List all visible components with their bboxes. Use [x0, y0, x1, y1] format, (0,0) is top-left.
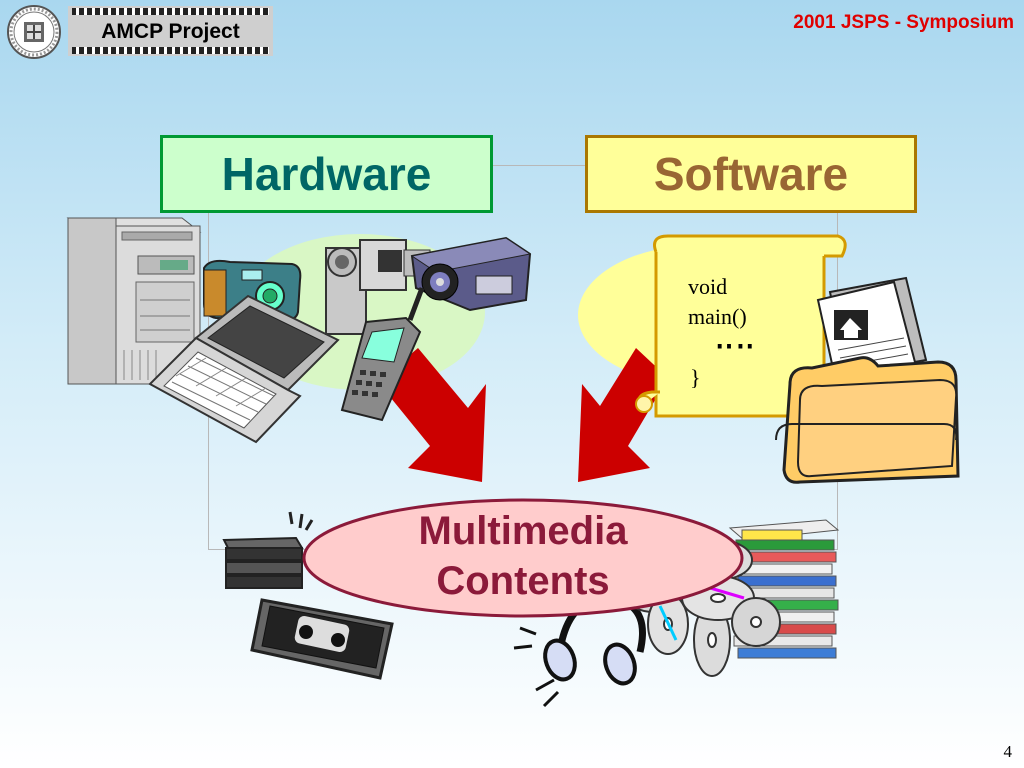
book-stack-icon — [728, 519, 840, 659]
code-close-brace: } — [690, 365, 701, 390]
project-title: AMCP Project — [101, 20, 240, 43]
headphones-icon — [513, 595, 646, 708]
video-tape-icon — [222, 511, 394, 680]
hardware-arrow-icon — [378, 348, 486, 482]
mobile-phone-icon — [340, 287, 425, 422]
contents-line2: Contents — [436, 559, 610, 603]
projector-icon — [410, 236, 532, 312]
page-number: 4 — [1003, 742, 1013, 761]
code-text: void main() — [688, 272, 747, 332]
software-arrow-icon — [578, 348, 668, 482]
software-label-box: Software — [585, 135, 917, 213]
code-line1: void — [688, 274, 728, 299]
digital-camera-icon — [203, 259, 302, 322]
hardware-label-box: Hardware — [160, 135, 493, 213]
code-dots: ‥‥ — [715, 324, 757, 355]
university-seal-icon — [6, 4, 62, 60]
contents-ellipse: Multimedia Contents — [303, 498, 743, 618]
project-badge: AMCP Project — [68, 6, 273, 56]
conference-title: 2001 JSPS - Symposium — [793, 12, 1014, 33]
contents-line1: Multimedia — [418, 509, 628, 553]
contents-ellipse-shape — [302, 498, 744, 618]
laptop-icon — [148, 294, 340, 444]
video-camera-icon — [325, 239, 431, 335]
document-folder-icon — [775, 276, 960, 484]
code-line2: main() — [688, 304, 747, 329]
